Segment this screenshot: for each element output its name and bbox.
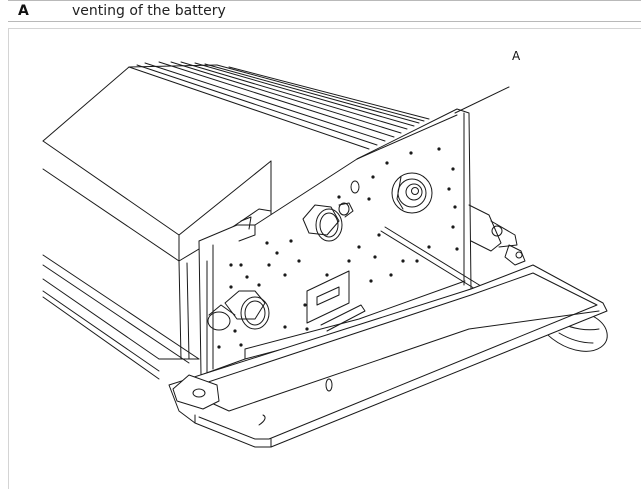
back-rails — [128, 61, 430, 150]
right-fitting — [468, 204, 526, 266]
housing-body — [42, 66, 272, 380]
callout-label: A — [512, 49, 521, 63]
legend-key: A — [18, 3, 29, 19]
technical-illustration: A — [8, 28, 641, 489]
rotary-fitting — [391, 172, 433, 214]
slotted-bracket — [306, 270, 366, 332]
oval-cutout — [350, 180, 360, 194]
legend-row: A venting of the battery — [8, 0, 641, 22]
left-foot — [172, 374, 220, 410]
callout-leader — [454, 86, 510, 114]
battery-unit-drawing — [42, 61, 608, 448]
lower-connector — [207, 290, 270, 331]
tray — [168, 264, 608, 448]
upper-connector — [302, 202, 354, 242]
legend-description: venting of the battery — [72, 3, 226, 19]
